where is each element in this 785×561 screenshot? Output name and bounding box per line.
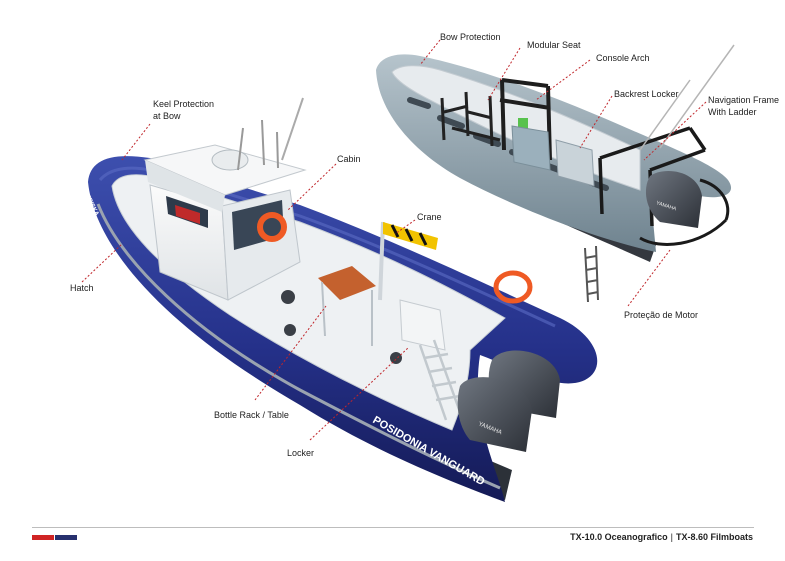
- label-bow-protection: Bow Protection: [440, 32, 501, 42]
- label-navigation-frame-line-1: Navigation Frame: [708, 95, 780, 105]
- antenna-4: [276, 131, 279, 169]
- footer-rule: [32, 527, 754, 528]
- stern-ladder: [418, 339, 462, 421]
- life-ring: [257, 212, 287, 242]
- label-keel-protection: Keel Protection at Bow: [153, 98, 214, 122]
- label-modular-seat: Modular Seat: [527, 40, 581, 50]
- antenna-3: [281, 97, 304, 161]
- orange-buoy: [493, 270, 533, 304]
- footer-separator: |: [670, 532, 673, 542]
- leader-locker: [309, 347, 409, 441]
- nav-antenna-1: [639, 79, 691, 151]
- engine-guard: [639, 178, 730, 246]
- nav-antenna-2: [659, 44, 735, 149]
- modular-seats-frame: [440, 91, 501, 147]
- leader-crane: [394, 219, 416, 235]
- leader-bow-protection: [419, 39, 441, 66]
- table-top: [318, 266, 376, 300]
- console-screen: [518, 118, 528, 130]
- rear-locker: [399, 299, 446, 351]
- footer-model-left: TX-10.0 Oceanografico: [570, 532, 668, 542]
- label-backrest-locker: Backrest Locker: [614, 89, 679, 99]
- label-hatch: Hatch: [70, 283, 94, 293]
- antenna-2: [237, 127, 244, 171]
- leader-cabin: [287, 163, 337, 211]
- hatch-circle-2: [284, 324, 296, 336]
- radome: [211, 149, 249, 171]
- large-boat-strake: [96, 203, 501, 490]
- label-bottle-rack: Bottle Rack / Table: [214, 410, 289, 420]
- leader-lines: [81, 39, 707, 441]
- large-boat-tube-highlight: [98, 166, 556, 328]
- leader-hatch: [81, 243, 123, 283]
- label-keel-protection-line-1: Keel Protection: [153, 99, 215, 109]
- label-navigation-frame-line-2: With Ladder: [708, 107, 757, 117]
- cabin-window-red-gear: [175, 205, 200, 224]
- outboard-engine-2: [457, 377, 532, 452]
- label-console-arch: Console Arch: [596, 53, 650, 63]
- label-keel-protection-line-2: at Bow: [153, 111, 181, 121]
- antenna-1: [261, 119, 265, 166]
- hatch-circle-3: [390, 352, 402, 364]
- small-boat-ladder: [584, 245, 599, 303]
- label-crane: Crane: [417, 212, 442, 222]
- label-cabin: Cabin: [337, 154, 361, 164]
- brand-swatch-navy: [55, 535, 77, 540]
- leader-keel-protection: [121, 123, 151, 161]
- footer-caption: TX-10.0 Oceanografico|TX-8.60 Filmboats: [570, 532, 753, 542]
- hatch-circle-1: [281, 290, 295, 304]
- console-body: [511, 125, 551, 171]
- label-locker: Locker: [287, 448, 315, 458]
- small-boat-engine: [645, 170, 702, 228]
- label-protecao-motor: Proteção de Motor: [624, 310, 699, 320]
- footer-model-right: TX-8.60 Filmboats: [675, 532, 753, 542]
- backrest-locker: [555, 139, 595, 187]
- label-navigation-frame: Navigation Frame With Ladder: [708, 94, 779, 118]
- small-boat: YAMAHA VANGUARD: [376, 44, 735, 303]
- large-boat: YAMAHA POSIDONIA VANGUARD FRISKA: [84, 97, 598, 503]
- console-arch: [499, 78, 552, 161]
- brand-swatch-red: [32, 535, 54, 540]
- crane-mast: [378, 221, 385, 301]
- leader-console-arch: [535, 59, 591, 101]
- crane-jib-stripes: [390, 224, 428, 246]
- large-boat-cabin-front: [145, 160, 225, 212]
